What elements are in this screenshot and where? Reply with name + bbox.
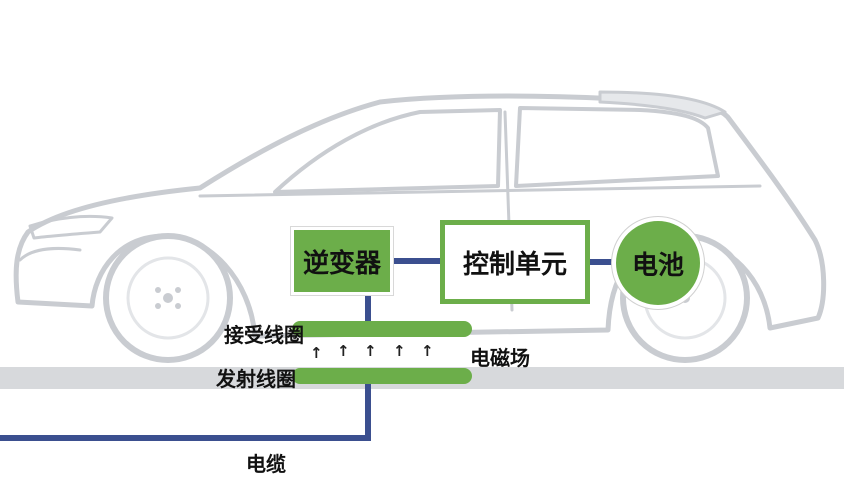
battery-label: 电池 <box>631 250 684 281</box>
car-body-outline <box>13 93 827 339</box>
battery-circle: 电池 <box>612 217 704 309</box>
cable-main <box>0 369 371 441</box>
car-roof-spoiler <box>598 90 727 120</box>
car-belt-line <box>198 184 762 198</box>
receive-coil-bar <box>292 321 472 337</box>
cable-label: 电缆 <box>246 452 286 476</box>
car-window-rear <box>514 106 720 188</box>
up-arrow-icon: ↑ <box>337 342 350 360</box>
control-unit-box: 控制单元 <box>440 220 590 304</box>
car-window-front <box>273 108 502 194</box>
transmit-coil-bar <box>292 368 472 384</box>
control-unit-label: 控制单元 <box>462 249 567 280</box>
car-silhouette <box>13 90 827 339</box>
magnetic-field-label: 电磁场 <box>470 346 530 370</box>
cable <box>0 369 371 441</box>
receive-coil-label: 接受线圈 <box>224 323 304 347</box>
inverter-box: 逆变器 <box>291 227 393 295</box>
car-headlight <box>28 214 114 240</box>
up-arrow-icon: ↑ <box>364 342 377 360</box>
inverter-label: 逆变器 <box>302 248 381 279</box>
up-arrow-icon: ↑ <box>310 344 323 362</box>
transmit-coil-label: 发射线圈 <box>216 367 296 391</box>
up-arrow-icon: ↑ <box>393 342 406 360</box>
up-arrow-icon: ↑ <box>421 342 434 360</box>
front-wheel <box>103 233 233 363</box>
car-front-bumper <box>18 246 82 262</box>
